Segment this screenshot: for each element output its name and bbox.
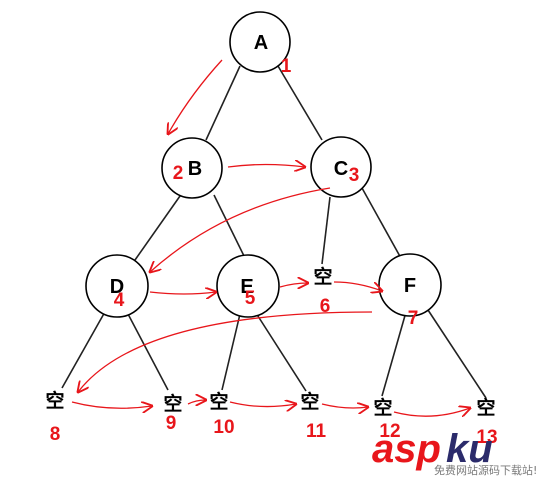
edge-b-d: [134, 195, 181, 261]
edge-c-empty6: [321, 196, 331, 265]
traversal-arrow-8-9: [71, 402, 152, 408]
node-label-e: E: [240, 276, 253, 298]
order-number-10: 10: [213, 417, 234, 438]
order-number-7: 7: [408, 308, 419, 329]
traversal-arrow-9-10: [187, 400, 206, 404]
node-label-f: F: [404, 275, 416, 297]
tree-node-circles: [85, 11, 442, 318]
order-number-13: 13: [476, 427, 497, 448]
edge-b-e: [213, 194, 246, 259]
traversal-arrow-5-6: [279, 283, 308, 287]
edge-a-c: [277, 65, 323, 141]
node-circle-b: [161, 137, 223, 199]
empty-node-label-6: 空: [313, 265, 332, 288]
edge-a-b: [205, 65, 241, 141]
watermark-text-ku: ku: [446, 427, 493, 471]
node-label-d: D: [110, 276, 124, 298]
order-number-5: 5: [245, 288, 256, 309]
edge-d-empty8: [61, 309, 107, 389]
watermark-subtitle: 免费网站源码下载站!: [434, 463, 537, 477]
order-number-3: 3: [349, 165, 360, 186]
tree-edges: [61, 65, 487, 399]
node-circle-d: [85, 254, 149, 318]
order-number-2: 2: [173, 163, 184, 184]
node-label-b: B: [188, 158, 202, 180]
empty-node-label-12: 空: [373, 396, 392, 419]
order-number-9: 9: [166, 413, 177, 434]
empty-node-label-11: 空: [300, 390, 319, 413]
watermark-text-asp: asp: [372, 427, 441, 471]
order-number-6: 6: [320, 296, 331, 317]
traversal-arrow-7-8: [78, 311, 373, 392]
order-number-8: 8: [50, 424, 61, 445]
order-number-12: 12: [379, 421, 400, 442]
node-circle-a: [229, 11, 291, 73]
node-label-c: C: [334, 158, 348, 180]
node-circle-e: [216, 254, 280, 318]
node-label-a: A: [254, 32, 268, 54]
edge-d-empty9: [127, 313, 169, 391]
order-number-1: 1: [281, 56, 292, 77]
order-numbers: 1 2 3 4 5 6 7 8 9 10 11 12 13: [50, 56, 498, 448]
tree-node-labels: A B C D E 空 F 空 空 空 空 空 空: [45, 32, 495, 419]
empty-node-label-10: 空: [209, 390, 228, 413]
empty-node-label-8: 空: [45, 389, 64, 412]
node-circle-c: [310, 136, 372, 198]
edge-e-empty11: [255, 312, 307, 392]
traversal-arrow-10-11: [229, 402, 296, 407]
traversal-arrow-12-13: [393, 408, 470, 416]
traversal-arrow-1-2: [168, 59, 223, 134]
edge-f-empty13: [427, 309, 487, 399]
edge-f-empty12: [381, 311, 407, 397]
edge-c-f: [361, 187, 403, 261]
traversal-arrows: [71, 59, 470, 416]
traversal-arrow-11-12: [321, 404, 368, 408]
traversal-arrow-4-5: [149, 292, 216, 294]
empty-node-label-9: 空: [163, 392, 182, 415]
edge-e-empty10: [221, 313, 241, 391]
order-number-11: 11: [306, 421, 327, 442]
traversal-arrow-6-7: [333, 281, 382, 291]
order-number-4: 4: [114, 290, 125, 311]
traversal-arrow-2-3: [227, 165, 305, 168]
traversal-arrow-3-4: [150, 187, 331, 272]
aspku-watermark-logo: asp ku 免费网站源码下载站!: [372, 427, 537, 477]
empty-node-label-13: 空: [476, 396, 495, 419]
